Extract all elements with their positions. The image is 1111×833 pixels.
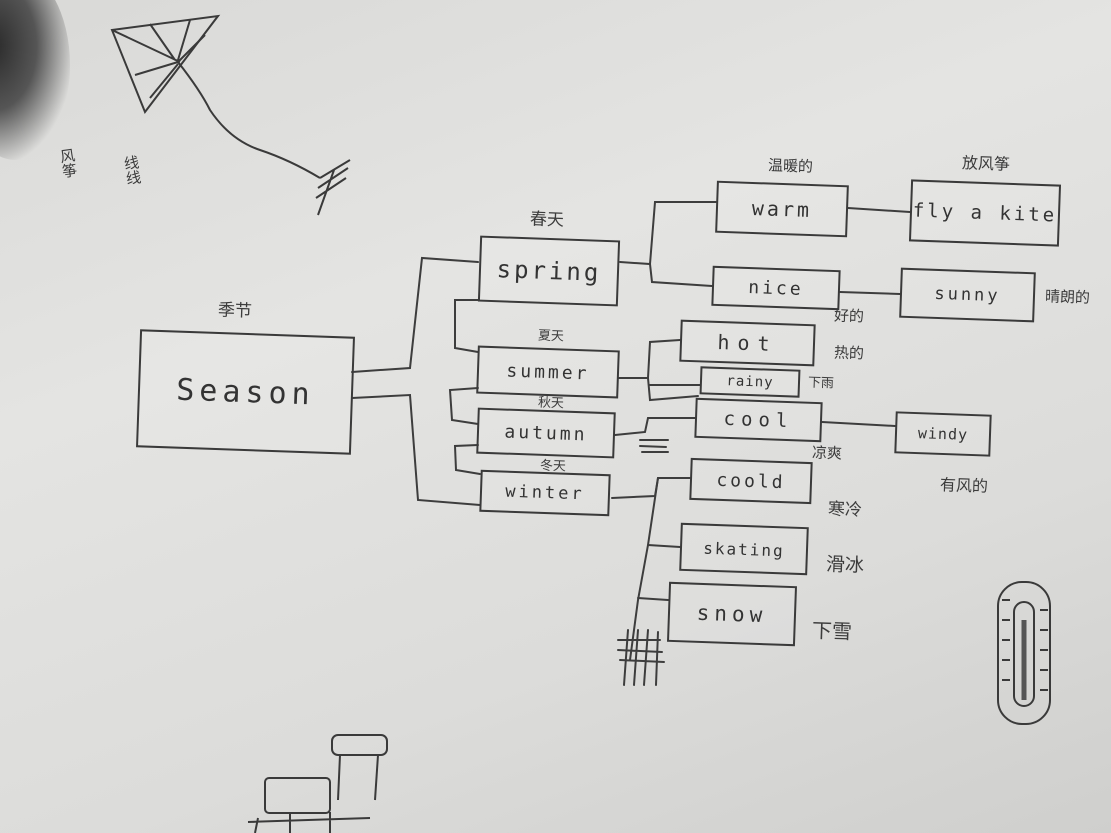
season-spring: spring xyxy=(477,235,621,307)
season-winter-cn: 冬天 xyxy=(539,458,567,475)
word-snow-cn: 下雪 xyxy=(811,618,853,644)
connector-summer-rainy xyxy=(647,377,699,402)
word-hot: hot xyxy=(679,319,816,367)
season-winter: winter xyxy=(479,469,611,517)
word-sunny-cn: 晴朗的 xyxy=(1044,287,1091,307)
season-autumn-cn: 秋天 xyxy=(537,395,565,412)
word-rainy-cn: 下雨 xyxy=(807,375,835,392)
connector-winter-trunk xyxy=(629,477,659,661)
corner-note-kite: 风筝 xyxy=(57,146,80,180)
season-summer: summer xyxy=(476,345,620,399)
connector-autumn-winter xyxy=(453,444,481,475)
word-warm-cn: 温暖的 xyxy=(767,156,814,176)
word-fly-a-kite-cn: 放风筝 xyxy=(961,153,1011,174)
word-sunny: sunny xyxy=(899,267,1036,323)
thermometer-doodle xyxy=(997,581,1051,725)
season-spring-cn: 春天 xyxy=(529,209,565,231)
word-warm: warm xyxy=(715,180,849,238)
connector-root-upper xyxy=(351,256,479,373)
word-cool: cool xyxy=(694,397,823,443)
word-coold: coold xyxy=(689,457,813,505)
connector-winter-words xyxy=(611,477,691,499)
word-coold-cn: 寒冷 xyxy=(827,499,863,521)
word-rainy: rainy xyxy=(699,366,801,398)
word-windy-cn: 有风的 xyxy=(939,475,989,496)
connector-snow xyxy=(637,597,669,601)
kite-doodle xyxy=(110,14,351,216)
word-fly-a-kite: fly a kite xyxy=(908,179,1062,247)
word-nice-cn: 好的 xyxy=(833,306,865,326)
connector-nice-sunny xyxy=(839,291,901,295)
root-cn: 季节 xyxy=(217,300,253,322)
connector-cool-windy xyxy=(821,421,896,427)
season-autumn: autumn xyxy=(476,407,616,459)
word-nice: nice xyxy=(711,265,841,311)
word-skating-cn: 滑冰 xyxy=(825,553,865,577)
connector-spring-nice xyxy=(649,263,713,287)
connector-skating xyxy=(647,544,681,548)
corner-note-string: 线线 xyxy=(121,153,144,187)
connector-summer-autumn xyxy=(448,387,479,425)
word-cool-cn: 凉爽 xyxy=(811,443,843,463)
chair-doodle xyxy=(247,734,388,833)
connector-autumn-words xyxy=(614,417,696,436)
root-node: Season xyxy=(136,329,355,455)
season-summer-cn: 夏天 xyxy=(537,328,565,345)
connector-warm-kite xyxy=(847,207,911,213)
hatch-winter xyxy=(617,629,665,686)
word-hot-cn: 热的 xyxy=(833,343,865,363)
connector-root-lower xyxy=(351,393,481,506)
connector-spring-summer xyxy=(454,299,479,353)
word-snow: snow xyxy=(666,581,798,647)
word-skating: skating xyxy=(679,522,809,576)
connector-spring-words xyxy=(619,201,717,266)
hatch-scribble xyxy=(639,439,669,453)
connector-summer-words xyxy=(617,339,681,379)
word-windy: windy xyxy=(894,411,992,457)
